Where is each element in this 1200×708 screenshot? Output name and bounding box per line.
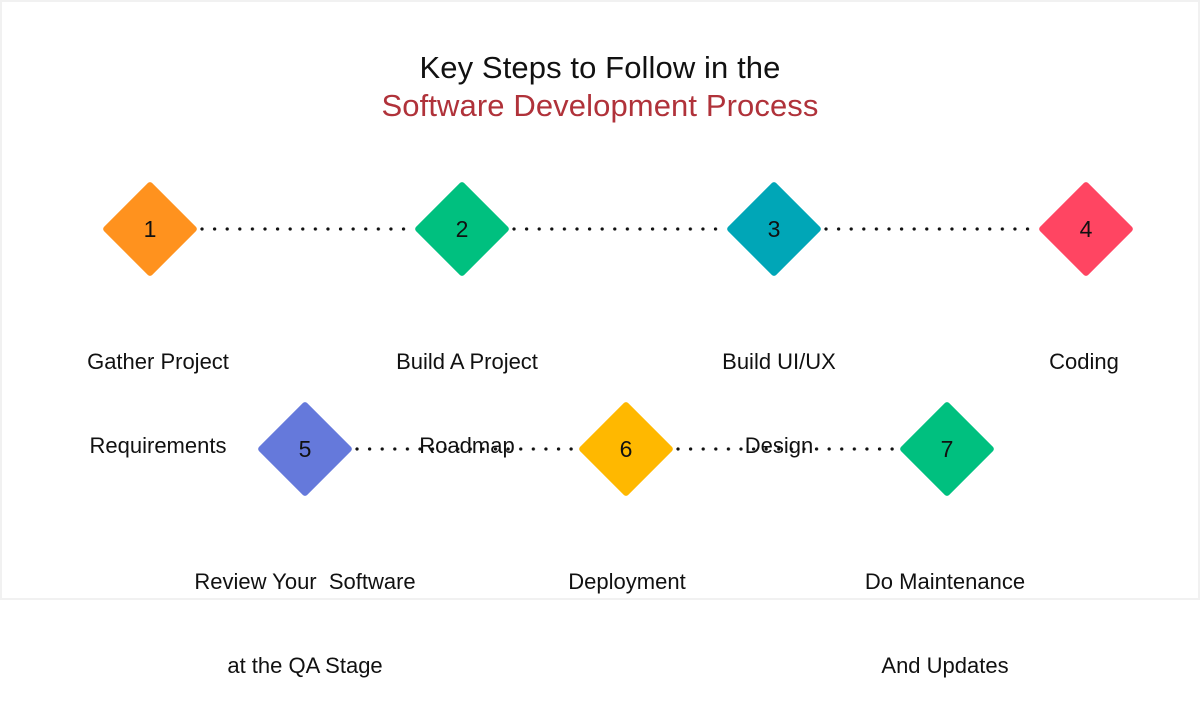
step-6-label: Deployment (497, 512, 757, 680)
step-2-label-line2: Roadmap (419, 433, 515, 458)
step-6-label-line1: Deployment (568, 569, 686, 594)
step-2-label: Build A Project Roadmap (337, 292, 597, 488)
diagram-canvas (0, 0, 1200, 600)
step-2-label-line1: Build A Project (396, 349, 538, 374)
step-3-number: 3 (767, 216, 781, 242)
step-3-label-line1: Build UI/UX (722, 349, 836, 374)
step-1-label: Gather Project Requirements (28, 292, 288, 488)
step-4-label: Coding (954, 292, 1200, 460)
connector-6-7 (676, 447, 897, 451)
step-3-label: Build UI/UX Design (649, 292, 909, 488)
diagram-title: Key Steps to Follow in the (419, 50, 781, 85)
step-2-number: 2 (455, 216, 469, 242)
step-5-label-line1: Review Your Software (194, 569, 416, 594)
step-1-label-line1: Gather Project (87, 349, 229, 374)
step-4-number: 4 (1079, 216, 1093, 242)
step-5-number: 5 (298, 436, 312, 462)
step-7-label-line2: And Updates (881, 653, 1009, 678)
step-7-number: 7 (940, 436, 954, 462)
connector-2-3 (512, 227, 724, 231)
step-7-label: Do Maintenance And Updates (815, 512, 1075, 708)
diagram-subtitle: Software Development Process (381, 88, 819, 123)
step-3-label-line2: Design (744, 433, 814, 458)
connector-5-6 (355, 447, 576, 451)
step-5-label-line2: at the QA Stage (227, 653, 383, 678)
connector-3-4 (824, 227, 1036, 231)
connector-1-2 (200, 227, 412, 231)
step-6-number: 6 (619, 436, 633, 462)
step-4-label-line1: Coding (1049, 349, 1119, 374)
step-1-label-line2: Requirements (89, 433, 227, 458)
step-7-label-line1: Do Maintenance (864, 569, 1026, 594)
step-5-label: Review Your Software at the QA Stage (175, 512, 435, 708)
step-1-number: 1 (143, 216, 157, 242)
